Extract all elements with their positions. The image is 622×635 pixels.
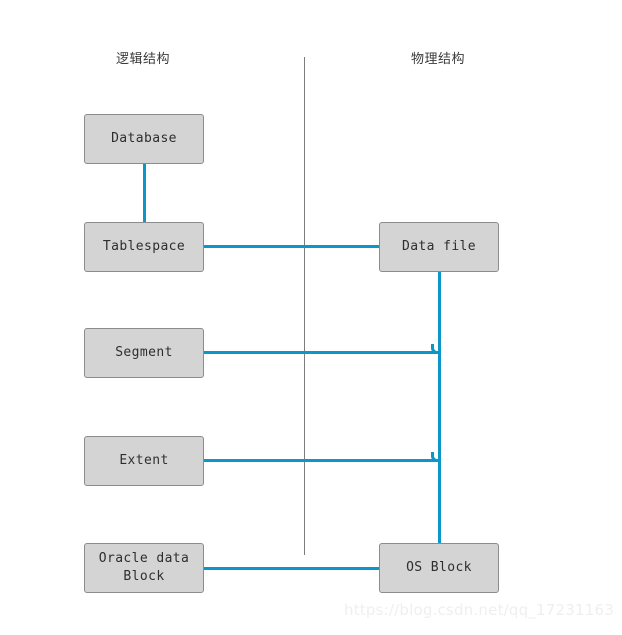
node-oracle-data-block[interactable]: Oracle data Block <box>84 543 204 593</box>
connector-oracle-data-block-to-os-block <box>203 567 380 570</box>
connector-trunk-lower <box>438 459 441 544</box>
node-os-block[interactable]: OS Block <box>379 543 499 593</box>
node-segment[interactable]: Segment <box>84 328 204 378</box>
column-heading-physical: 物理结构 <box>410 52 466 67</box>
node-data-file[interactable]: Data file <box>379 222 499 272</box>
connector-elbow-segment <box>431 344 441 354</box>
connector-trunk-middle <box>438 351 441 463</box>
node-database[interactable]: Database <box>84 114 204 164</box>
node-extent[interactable]: Extent <box>84 436 204 486</box>
connector-segment-to-data-file <box>203 351 441 354</box>
column-heading-logical: 逻辑结构 <box>115 52 171 67</box>
connector-elbow-extent <box>431 452 441 462</box>
node-tablespace[interactable]: Tablespace <box>84 222 204 272</box>
connector-trunk-upper <box>438 271 441 354</box>
connector-extent-to-data-file <box>203 459 441 462</box>
connector-tablespace-to-data-file <box>203 245 380 248</box>
watermark-url: https://blog.csdn.net/qq_17231163 <box>344 601 614 619</box>
connector-database-to-tablespace <box>143 163 146 223</box>
column-divider <box>304 57 305 555</box>
